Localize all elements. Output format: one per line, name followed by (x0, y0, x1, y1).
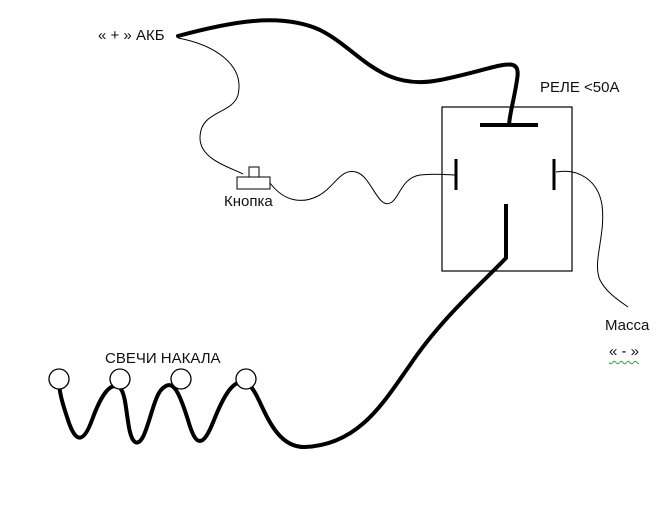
glow-plug-4 (235, 368, 257, 390)
button-cap (248, 166, 260, 178)
glow-plug-2 (109, 368, 131, 390)
button-body (236, 176, 271, 190)
battery-power-wire (176, 18, 520, 127)
battery-plus-label: « + » АКБ (98, 27, 165, 44)
relay-box (441, 106, 573, 272)
glow-plugs-label: СВЕЧИ НАКАЛА (105, 350, 221, 367)
ground-label: Масса (605, 317, 650, 334)
glow-plug-3 (170, 368, 192, 390)
button-to-relay-wire (269, 171, 457, 205)
ground-minus-label: « - » (609, 343, 640, 360)
relay-to-glow-plugs-wire (57, 256, 508, 450)
relay-label: РЕЛЕ <50А (540, 79, 620, 96)
glow-plug-1 (48, 368, 70, 390)
relay-to-ground-wire (555, 170, 629, 308)
battery-to-button-wire (177, 37, 244, 175)
button-label: Кнопка (224, 193, 273, 210)
